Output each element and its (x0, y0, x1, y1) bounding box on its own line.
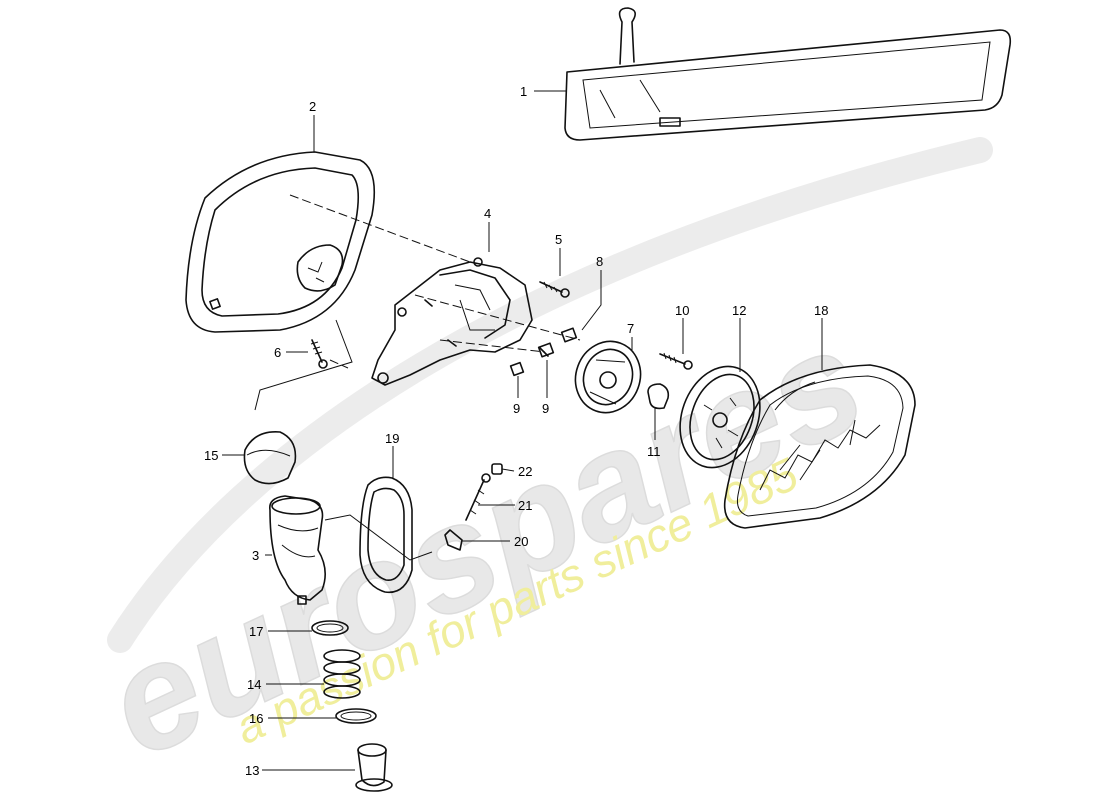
callout-13: 13 (245, 763, 259, 778)
adjusting-motor (574, 340, 642, 414)
callout-15: 15 (204, 448, 218, 463)
pivot-13 (355, 743, 393, 792)
callout-22: 22 (518, 464, 532, 479)
glass-holder (679, 365, 761, 469)
callout-labels: 1 2 3 4 5 6 7 8 9 9 10 11 12 13 14 15 16… (204, 84, 828, 778)
circlip-16 (335, 708, 377, 724)
watermark-swoosh (107, 137, 993, 653)
sleeve-8 (560, 327, 578, 343)
callout-8: 8 (596, 254, 603, 269)
callout-7: 7 (627, 321, 634, 336)
callout-20: 20 (514, 534, 528, 549)
callout-1: 1 (520, 84, 527, 99)
screw-5 (539, 281, 570, 298)
screw-6 (310, 339, 328, 369)
screw-10 (659, 352, 693, 370)
callout-2: 2 (309, 99, 316, 114)
cover-cap (243, 431, 297, 485)
callout-14: 14 (247, 677, 261, 692)
clip-20 (444, 529, 463, 551)
callout-17: 17 (249, 624, 263, 639)
callout-10: 10 (675, 303, 689, 318)
bushing-11 (647, 383, 670, 410)
callout-16: 16 (249, 711, 263, 726)
assembly-lines (254, 194, 581, 561)
callout-9a: 9 (513, 401, 520, 416)
circlip-17 (311, 620, 349, 636)
screw-21 (465, 473, 491, 521)
spring-14 (323, 649, 361, 699)
callout-21: 21 (518, 498, 532, 513)
mirror-housing (185, 151, 376, 333)
callout-18: 18 (814, 303, 828, 318)
callout-5: 5 (555, 232, 562, 247)
leader-lines (222, 90, 823, 771)
callout-3: 3 (252, 548, 259, 563)
callout-6: 6 (274, 345, 281, 360)
callout-12: 12 (732, 303, 746, 318)
gasket (359, 476, 413, 594)
rearview-mirror (564, 7, 1012, 141)
callout-9b: 9 (542, 401, 549, 416)
mirror-foot (268, 495, 326, 605)
callout-11: 11 (647, 444, 661, 459)
mirror-glass (723, 364, 916, 529)
callout-19: 19 (385, 431, 399, 446)
callout-4: 4 (484, 206, 491, 221)
